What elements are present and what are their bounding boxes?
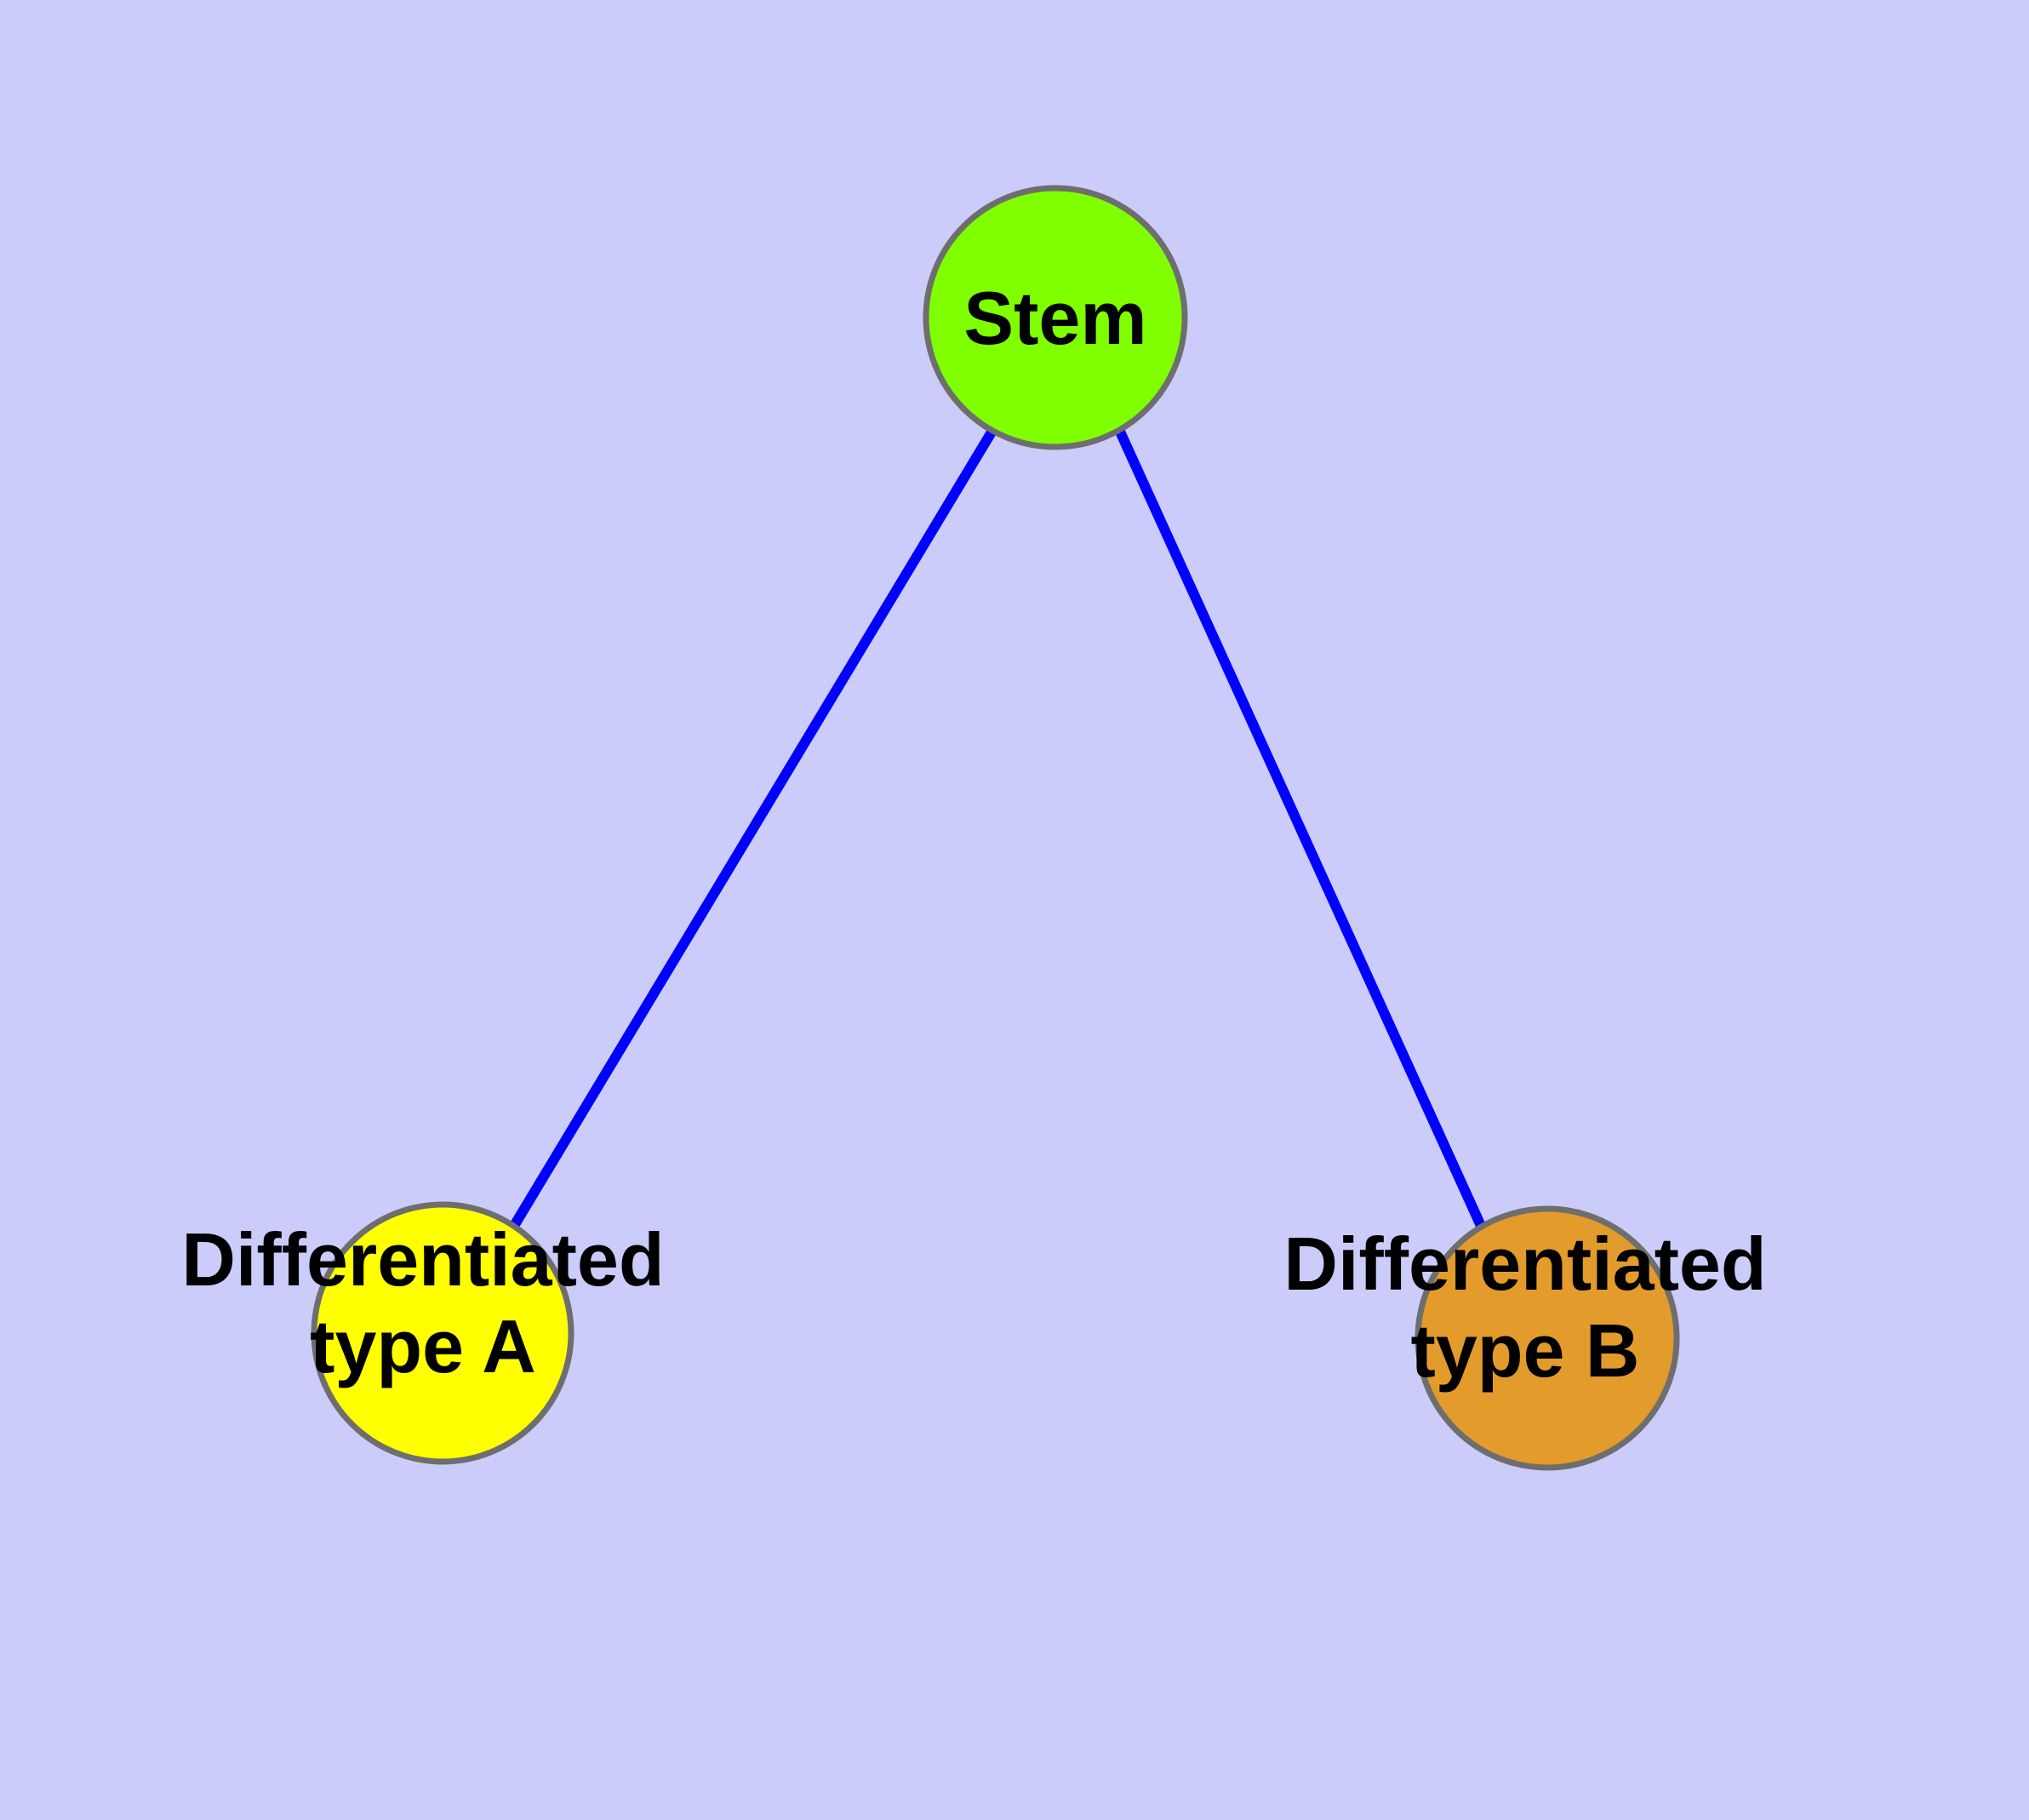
node-circle-stem[interactable] — [923, 185, 1188, 450]
node-label-stem: Stem — [963, 276, 1146, 360]
node-label-line: Differentiated — [181, 1217, 664, 1302]
node-circle-diff-a[interactable] — [311, 1201, 574, 1465]
node-label-line: Differentiated — [1283, 1222, 1766, 1306]
node-label-line: Stem — [963, 276, 1146, 360]
node-label-line: type B — [1411, 1308, 1640, 1393]
nodes-layer — [311, 185, 1680, 1471]
edges-layer — [509, 427, 1486, 1229]
node-circle-diff-b[interactable] — [1415, 1205, 1680, 1471]
edge-stem-to-diff-b[interactable] — [1115, 429, 1486, 1228]
node-label-line: type A — [310, 1304, 536, 1388]
edge-stem-to-diff-a[interactable] — [509, 427, 997, 1229]
